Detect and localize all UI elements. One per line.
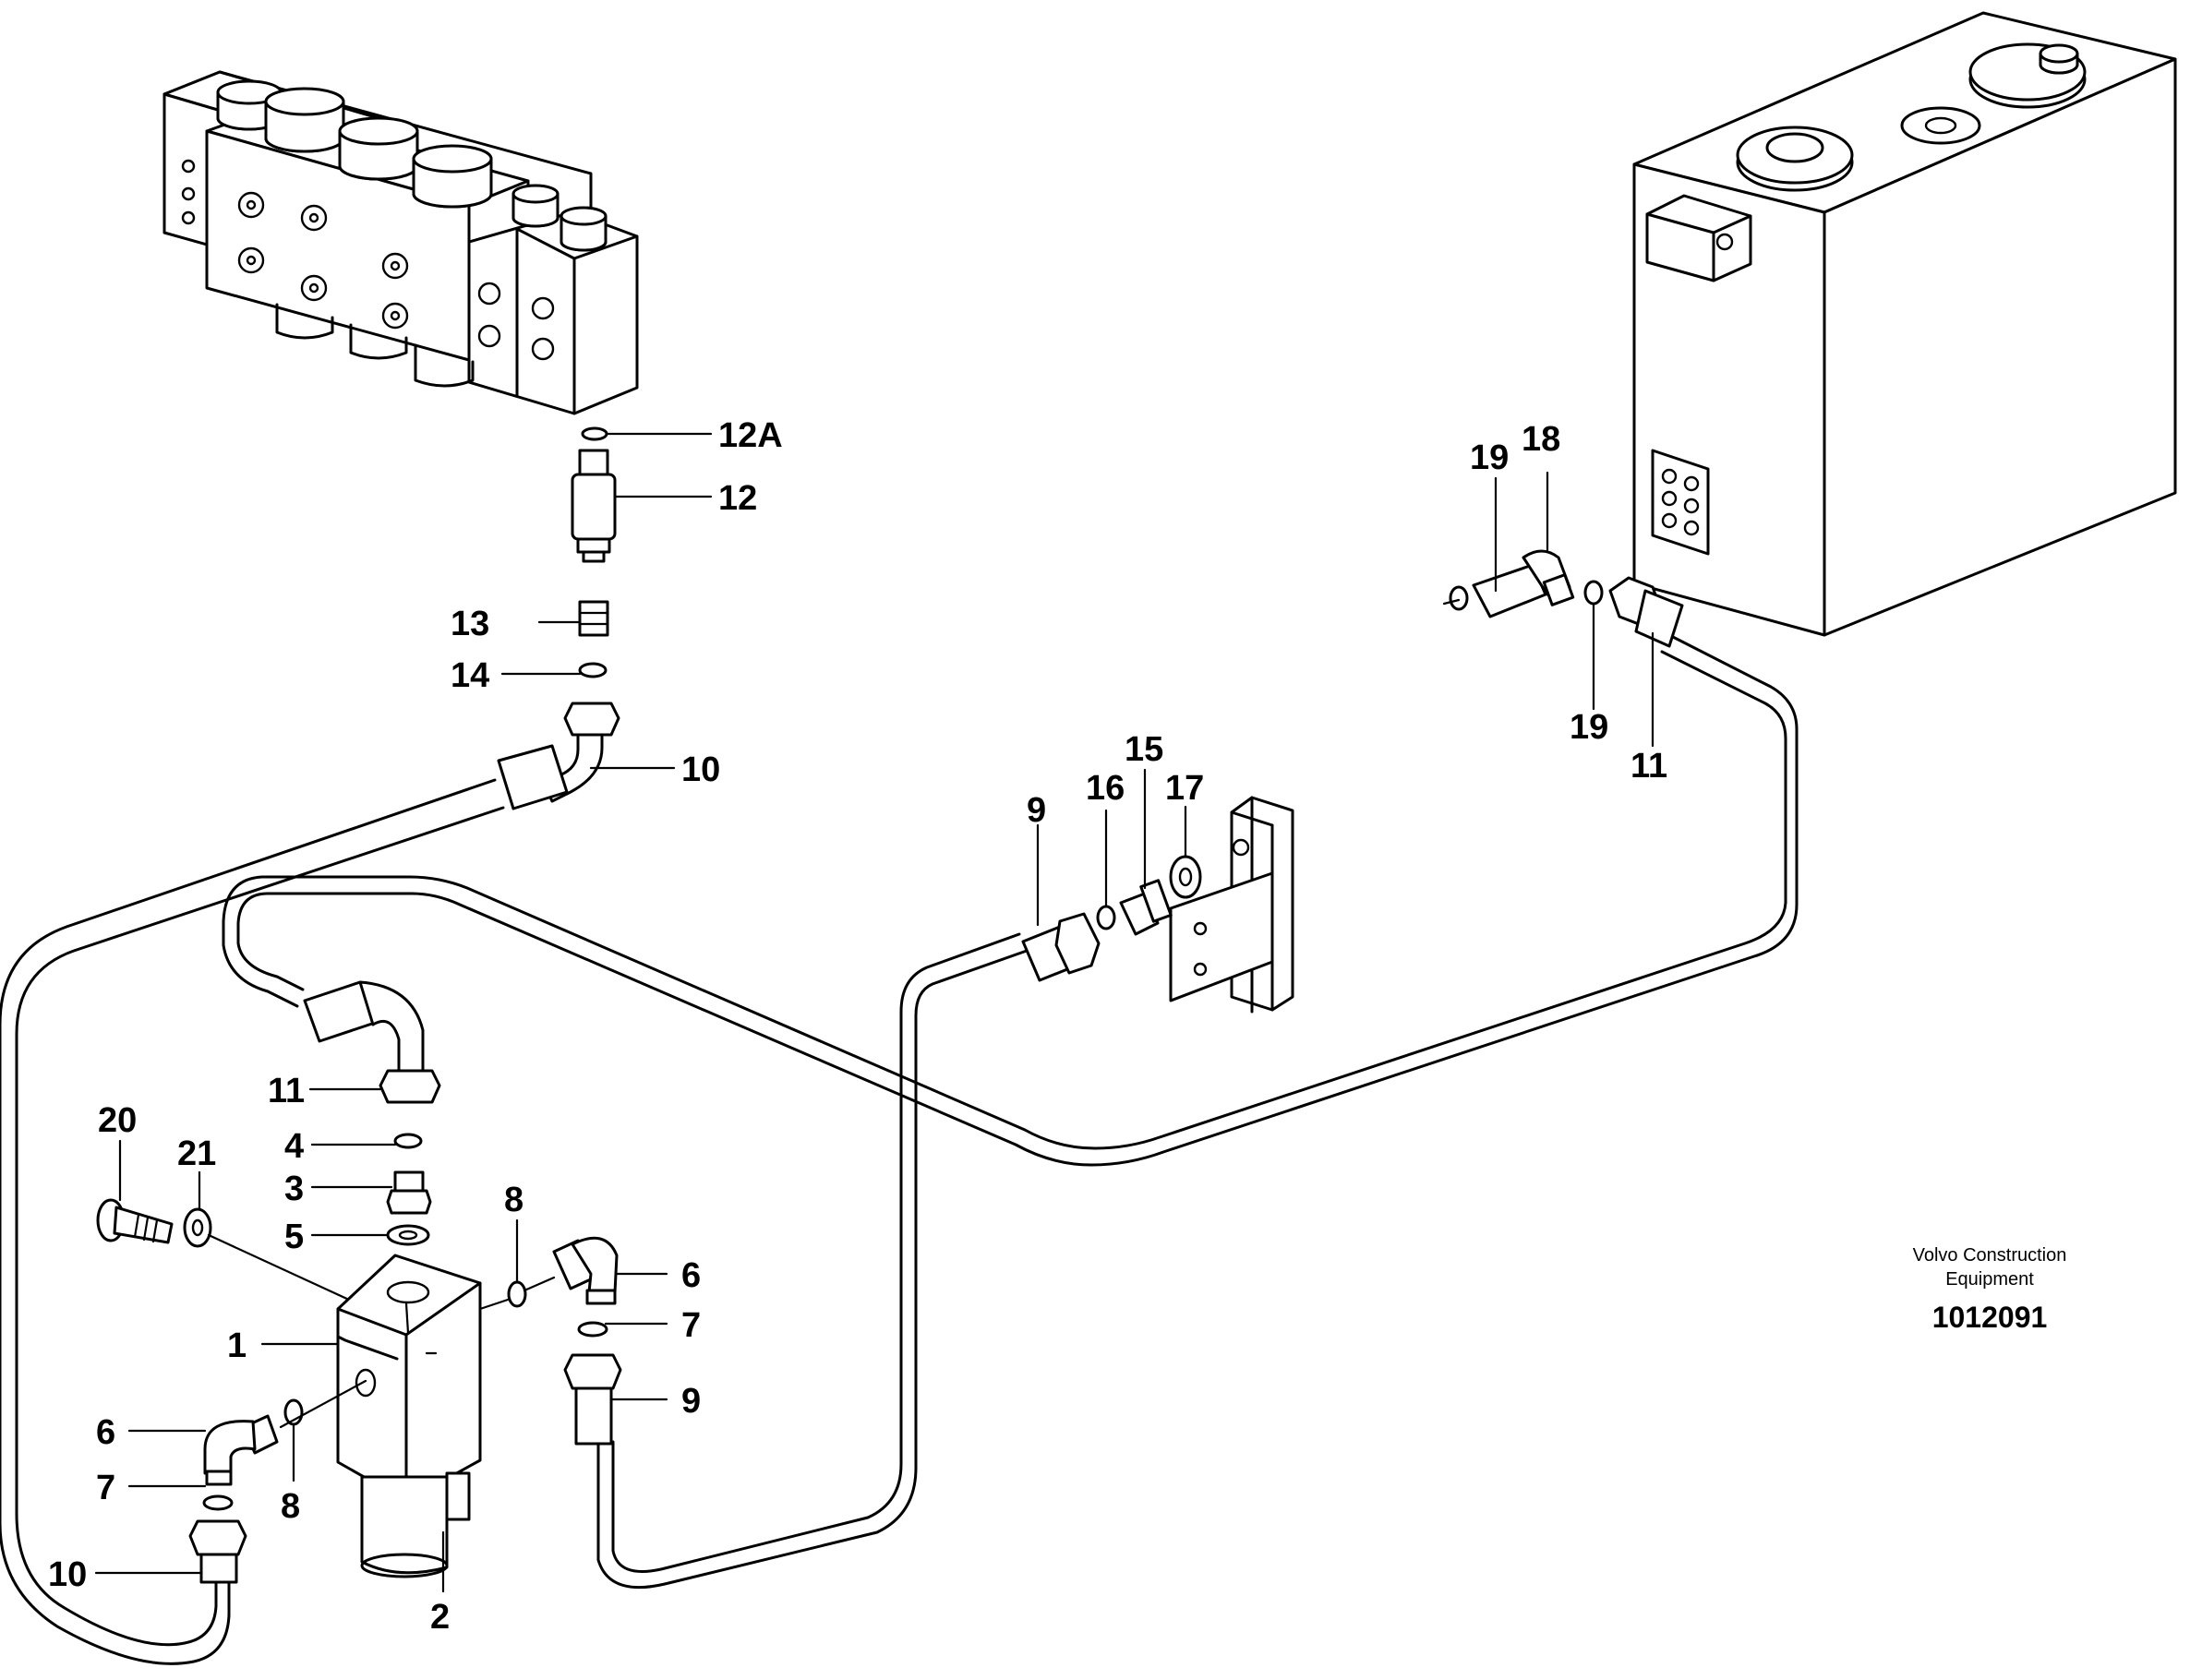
leader-lines xyxy=(94,432,1655,1593)
adapter-15 xyxy=(1119,879,1173,936)
label-9-low: 9 xyxy=(681,1382,701,1421)
adapter-13 xyxy=(578,600,609,637)
label-11-right: 11 xyxy=(1630,747,1667,786)
elbow-fitting-6-right xyxy=(552,1236,619,1305)
adapter-3 xyxy=(386,1170,432,1215)
valve-body-1 xyxy=(279,1254,482,1503)
label-6-left: 6 xyxy=(96,1413,115,1452)
label-9-mid: 9 xyxy=(1027,791,1046,830)
label-12: 12 xyxy=(718,479,757,518)
label-1: 1 xyxy=(227,1326,247,1365)
mounting-bracket xyxy=(1169,796,1294,1014)
hydraulic-tank xyxy=(1632,11,2177,637)
label-19-b: 19 xyxy=(1570,708,1608,747)
label-13: 13 xyxy=(451,605,489,643)
document-number: 1012091 xyxy=(1932,1301,2048,1334)
bolt-20 xyxy=(96,1198,174,1244)
label-11-left: 11 xyxy=(268,1072,305,1110)
elbow-fitting-6-left xyxy=(203,1414,279,1486)
label-20: 20 xyxy=(98,1101,137,1140)
hose-fitting-9-low xyxy=(563,1353,622,1446)
elbow-fitting-11 xyxy=(303,980,441,1104)
label-15: 15 xyxy=(1125,730,1163,769)
brand-line-2: Equipment xyxy=(1945,1269,2034,1290)
label-7-left: 7 xyxy=(96,1469,115,1507)
label-18: 18 xyxy=(1522,420,1560,459)
check-valve-12 xyxy=(571,449,617,563)
label-8-lower: 8 xyxy=(281,1487,300,1526)
hose-lines xyxy=(0,633,1799,1665)
solenoid-coils xyxy=(216,79,608,252)
label-14: 14 xyxy=(451,656,489,695)
fittings xyxy=(96,426,1684,1584)
label-6-right: 6 xyxy=(681,1256,701,1295)
control-valve-block xyxy=(162,70,639,415)
label-3: 3 xyxy=(284,1170,304,1208)
part-labels: 12A 12 13 14 10 19 18 19 11 9 16 15 17 1… xyxy=(48,416,1667,1637)
label-4: 4 xyxy=(284,1127,304,1166)
label-17: 17 xyxy=(1165,769,1204,808)
elbow-fitting-10 xyxy=(497,702,620,810)
brand-line-1: Volvo Construction xyxy=(1913,1245,2067,1266)
hose-fitting-9-mid xyxy=(1021,912,1101,982)
label-7-right: 7 xyxy=(681,1306,701,1345)
label-5: 5 xyxy=(284,1218,304,1256)
label-2: 2 xyxy=(430,1598,450,1637)
label-19-a: 19 xyxy=(1470,438,1509,477)
label-12a: 12A xyxy=(718,416,783,455)
hose-fitting-11-right xyxy=(1608,576,1684,648)
hose-fitting-10-bottom xyxy=(188,1519,247,1584)
solenoid-coil-2 xyxy=(360,1471,471,1578)
label-10-bottom: 10 xyxy=(48,1555,87,1594)
valve-ports xyxy=(181,159,555,361)
label-21: 21 xyxy=(177,1134,216,1173)
tee-fitting-18 xyxy=(1472,549,1575,618)
label-16: 16 xyxy=(1086,769,1125,808)
label-10-top: 10 xyxy=(681,750,720,789)
label-8-upper: 8 xyxy=(504,1181,523,1219)
brand-block: Volvo Construction Equipment 1012091 xyxy=(1913,1245,2067,1334)
